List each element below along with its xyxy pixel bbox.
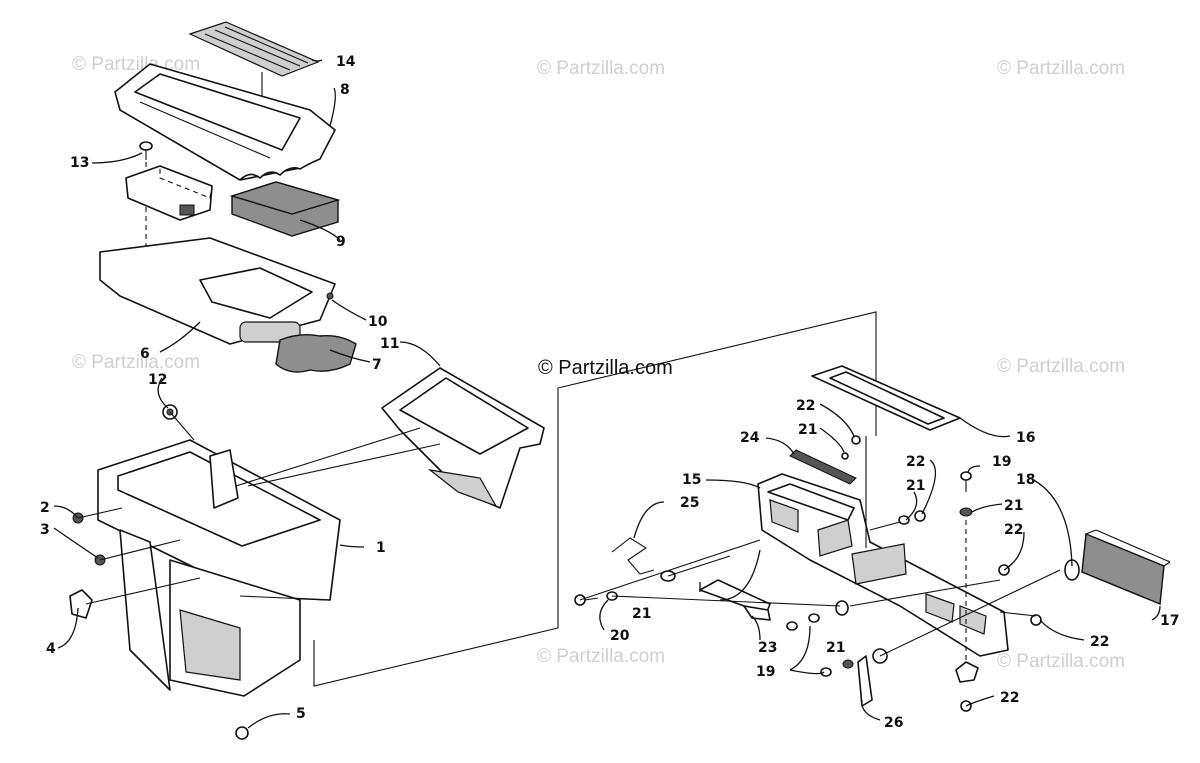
part-relay-box [125,165,213,221]
part-21-washer [842,659,854,669]
part-21-washer [898,515,910,525]
part-24-rod [789,449,857,485]
part-22-nut [851,435,861,445]
part-17-foam-filter [1081,529,1171,606]
callout-14: 14 [336,54,356,70]
callout-8: 8 [340,82,350,98]
watermark-main: © Partzilla.com [538,357,673,379]
part-19-bolt [786,621,798,631]
part-21-washer [841,452,849,460]
callout-13: 13 [70,155,89,171]
callout-6: 6 [140,346,150,362]
callout-24: 24 [740,430,760,446]
callout-4: 4 [46,641,56,657]
callout-1: 1 [376,540,386,556]
part-22-nut [914,510,926,522]
part-16-gasket [811,365,961,431]
part-26-bracket [857,655,873,707]
part-6-tray [99,237,336,345]
callout-7: 7 [372,357,382,373]
callout-12: 12 [148,372,167,388]
callout-15: 15 [682,472,701,488]
callout-21: 21 [906,478,925,494]
part-4-clip [69,589,93,619]
part-22-knob [955,661,979,683]
part-21-washer [808,613,820,623]
callout-19: 19 [756,664,775,680]
callout-2: 2 [40,500,50,516]
callout-22: 22 [796,398,815,414]
watermark: © Partzilla.com [997,356,1126,377]
callout-18: 18 [1016,472,1035,488]
callout-21: 21 [1004,498,1023,514]
callout-16: 16 [1016,430,1035,446]
callout-25: 25 [680,495,699,511]
callout-21: 21 [826,640,845,656]
part-19-bolt [820,667,832,677]
part-14-decal [188,21,320,77]
callout-26: 26 [884,715,903,731]
callout-22: 22 [1090,634,1109,650]
part-21-washer [959,507,973,517]
part-5-grommet [235,726,249,740]
part-15-intake-housing [757,473,1009,657]
callout-23: 23 [758,640,777,656]
watermark: © Partzilla.com [537,58,666,79]
callout-10: 10 [368,314,388,330]
callout-21: 21 [798,422,817,438]
callout-22: 22 [1004,522,1023,538]
watermark: © Partzilla.com [537,646,666,667]
callout-9: 9 [336,234,346,250]
part-19-bolt [960,471,972,492]
watermark: © Partzilla.com [997,651,1126,672]
callout-5: 5 [296,706,306,722]
part-8-cover [114,63,336,181]
watermark: © Partzilla.com [997,58,1126,79]
watermark: © Partzilla.com [72,352,201,373]
part-tab [835,600,849,616]
part-23-lever [699,579,771,621]
part-11-duct [381,367,545,509]
callout-22: 22 [906,454,925,470]
part-20-bolt [574,594,599,606]
callout-19: 19 [992,454,1011,470]
part-7-foam [275,333,357,373]
part-22-nut [1030,614,1042,626]
part-9-foam [229,181,341,237]
callout-20: 20 [610,628,630,644]
part-13-screw [139,141,153,160]
callout-21: 21 [632,606,651,622]
callout-17: 17 [1160,613,1179,629]
part-1-airbox [97,439,341,697]
callout-22: 22 [1000,690,1019,706]
callout-3: 3 [40,522,50,538]
part-25-clip [611,537,676,582]
callout-11: 11 [380,336,399,352]
